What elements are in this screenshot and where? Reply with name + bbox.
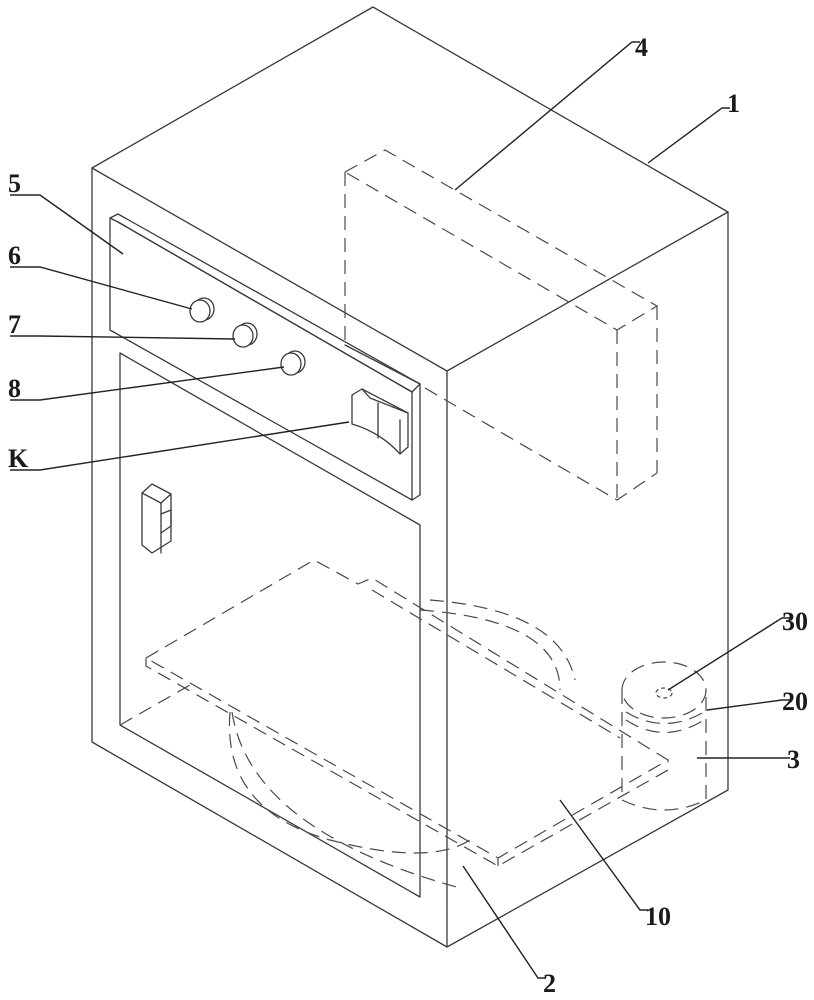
cabinet-right-face — [446, 211, 729, 948]
callout-8: 8 — [8, 374, 21, 403]
panel-top-edge — [109, 213, 421, 393]
callout-1: 1 — [727, 89, 740, 118]
panel-side-edge — [411, 383, 421, 501]
knob-3[interactable] — [280, 350, 306, 376]
leader-4 — [454, 41, 640, 191]
knob-2[interactable] — [232, 322, 258, 348]
leader-7 — [10, 335, 236, 340]
leader-K — [10, 421, 350, 471]
door-handle[interactable] — [141, 483, 172, 554]
internal-drum — [228, 599, 576, 889]
cabinet-top-face — [91, 6, 729, 372]
callout-30: 30 — [782, 607, 808, 636]
leader-lines — [10, 41, 790, 979]
callout-10: 10 — [645, 902, 671, 931]
cabinet-front-face — [91, 167, 448, 948]
rocker-switch[interactable] — [351, 388, 409, 455]
top-internal-module — [344, 149, 659, 501]
base-plate — [119, 559, 670, 867]
control-panel — [109, 213, 421, 501]
callout-3: 3 — [787, 745, 800, 774]
callout-6: 6 — [8, 241, 21, 270]
cabinet-housing — [91, 6, 729, 948]
callout-20: 20 — [782, 687, 808, 716]
callout-labels: 1 2 3 4 5 6 7 8 K 10 20 30 — [8, 33, 808, 998]
leader-8 — [10, 366, 285, 401]
callout-4: 4 — [635, 33, 648, 62]
motor-cylinder — [621, 661, 707, 811]
callout-7: 7 — [8, 310, 21, 339]
callout-5: 5 — [8, 169, 21, 198]
leader-20 — [706, 699, 790, 711]
leader-1 — [647, 107, 730, 164]
knob-1[interactable] — [189, 297, 215, 323]
callout-K: K — [8, 444, 29, 473]
panel-face — [109, 217, 413, 501]
leader-30 — [667, 617, 790, 691]
leader-5 — [10, 194, 124, 255]
door-outline — [119, 352, 421, 898]
door[interactable] — [119, 352, 421, 898]
panel-inner-line — [117, 221, 413, 393]
leader-6 — [10, 266, 193, 310]
leader-2 — [462, 865, 546, 979]
leader-10 — [559, 799, 648, 911]
callout-2: 2 — [543, 969, 556, 998]
motor-shaft-hole — [655, 687, 673, 699]
